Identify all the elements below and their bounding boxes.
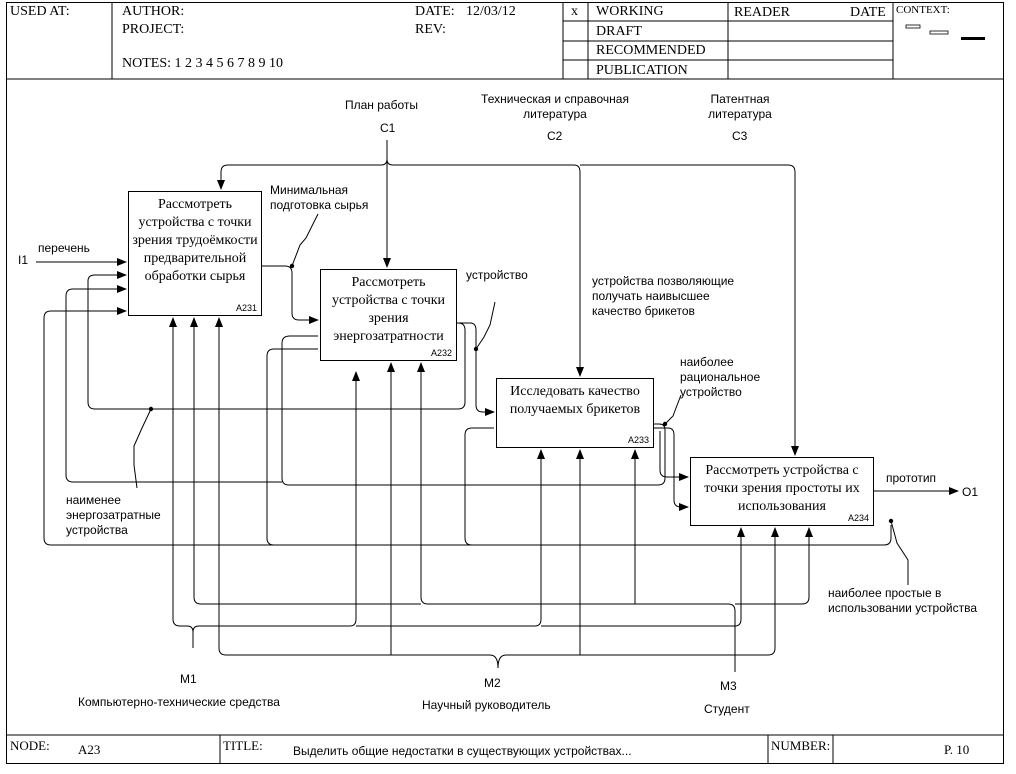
box-a231-number: A231 — [235, 303, 257, 313]
label-prototype: прототип — [886, 471, 937, 485]
reader-label: READER — [734, 5, 790, 20]
label-m2-name: Научный руководитель — [422, 698, 551, 712]
box-a234-number: A234 — [847, 513, 869, 523]
node-label: NODE: — [10, 738, 50, 753]
label-min-prep: Минимальная подготовка сырья — [270, 183, 369, 212]
label-i1: I1 — [18, 253, 29, 267]
box-a234-title: Рассмотреть устройства с точки зрения пр… — [704, 463, 860, 514]
author-label: AUTHOR: — [122, 4, 185, 19]
used-at-label: USED AT: — [10, 4, 70, 19]
box-a232[interactable]: Рассмотреть устройства с точки зрения эн… — [320, 269, 457, 361]
label-o1: O1 — [962, 485, 979, 499]
box-a233-title: Исследовать качество получаемых брикетов — [509, 384, 641, 417]
project-label: PROJECT: — [122, 22, 185, 37]
label-best-quality: устройства позволяющие получать наивысше… — [592, 274, 735, 318]
label-device: устройство — [466, 268, 528, 282]
label-c2-name: Техническая и справочная литература — [481, 92, 629, 121]
label-m2: M2 — [484, 676, 501, 690]
rev-label: REV: — [415, 22, 446, 37]
label-c1: C1 — [380, 121, 396, 135]
status-publication: PUBLICATION — [596, 63, 688, 78]
label-c3-name: Патентная литература — [708, 92, 772, 121]
date-label: DATE: — [415, 4, 455, 19]
context-label: CONTEXT: — [896, 4, 950, 16]
label-simplest: наиболее простые в использовании устройс… — [828, 586, 978, 615]
label-m3: M3 — [720, 679, 737, 693]
box-a231[interactable]: Рассмотреть устройства с точки зрения тр… — [128, 191, 262, 316]
title-value: Выделить общие недостатки в существующих… — [293, 744, 632, 758]
diagram-frame — [6, 2, 1004, 764]
notes-label: NOTES: 1 2 3 4 5 6 7 8 9 10 — [122, 56, 283, 71]
x-mark: x — [571, 4, 578, 19]
date2-label: DATE — [850, 5, 886, 20]
title-label: TITLE: — [223, 738, 263, 753]
number-label: NUMBER: — [771, 738, 831, 753]
label-m1-name: Компьютерно-технические средства — [78, 695, 280, 709]
label-c2: C2 — [547, 129, 563, 143]
box-a231-title: Рассмотреть устройства с точки зрения тр… — [132, 197, 258, 284]
box-a233[interactable]: Исследовать качество получаемых брикетов… — [496, 378, 654, 448]
label-c3: C3 — [732, 129, 748, 143]
label-rational: наиболее рациональное устройство — [680, 355, 761, 399]
context-icon — [905, 24, 985, 40]
box-a232-number: A232 — [430, 348, 452, 358]
status-draft: DRAFT — [596, 24, 642, 39]
label-m3-name: Студент — [704, 702, 750, 716]
date-value: 12/03/12 — [466, 4, 516, 19]
box-a233-number: A233 — [627, 435, 649, 445]
status-working: WORKING — [596, 4, 664, 19]
node-value: A23 — [78, 742, 101, 757]
status-recommended: RECOMMENDED — [596, 43, 706, 58]
box-a234[interactable]: Рассмотреть устройства с точки зрения пр… — [690, 457, 874, 526]
label-i1-name: перечень — [38, 241, 90, 255]
label-least-energy: наименее энергозатратные устройства — [66, 493, 161, 537]
label-m1: M1 — [180, 672, 197, 686]
page-number: P. 10 — [944, 742, 970, 757]
box-a232-title: Рассмотреть устройства с точки зрения эн… — [331, 275, 446, 344]
label-c1-name: План работы — [345, 98, 419, 112]
